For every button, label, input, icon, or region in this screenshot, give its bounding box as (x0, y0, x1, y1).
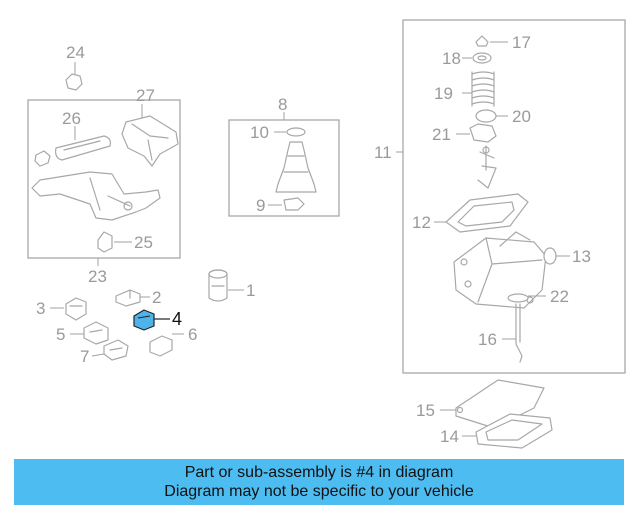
callout-4: 4 (172, 309, 182, 329)
callout-8: 8 (278, 95, 287, 114)
shift-boot (275, 141, 317, 193)
callout-22: 22 (550, 287, 569, 306)
part-7-clip (91, 339, 129, 361)
callout-15: 15 (416, 401, 435, 420)
part-18-bushing (462, 52, 492, 64)
callout-20: 20 (512, 107, 531, 126)
info-banner: Part or sub-assembly is #4 in diagram Di… (14, 459, 624, 505)
callout-25: 25 (134, 233, 153, 252)
banner-line-1: Part or sub-assembly is #4 in diagram (184, 464, 454, 481)
shifter-housing (453, 231, 547, 309)
callout-18: 18 (442, 49, 461, 68)
callout-11: 11 (374, 143, 392, 162)
banner-line-2: Diagram may not be specific to your vehi… (164, 483, 474, 500)
part-16-rod (502, 303, 523, 363)
part-5-clip (70, 321, 109, 345)
part-12-gasket-plate (434, 193, 529, 233)
callout-17: 17 (512, 33, 531, 52)
part-1-switch (208, 269, 244, 302)
part-3-clip (50, 297, 87, 321)
callout-26: 26 (62, 109, 81, 128)
callout-1: 1 (246, 281, 255, 300)
callout-16: 16 (478, 330, 497, 349)
callout-23: 23 (88, 267, 107, 286)
callout-10: 10 (250, 123, 269, 142)
part-24-nut (65, 62, 83, 91)
parking-brake-group-box (27, 99, 181, 259)
part-20-bushing (475, 109, 508, 123)
part-14-gasket (462, 413, 553, 449)
callout-27: 27 (136, 86, 155, 105)
callout-14: 14 (440, 427, 459, 446)
part-26-handle-grip (34, 126, 111, 167)
callout-9: 9 (256, 196, 265, 215)
callout-21: 21 (432, 125, 451, 144)
shifter-assembly-group-box (402, 19, 626, 374)
part-19-spring (462, 71, 495, 107)
part-9-seal (268, 197, 305, 211)
callout-13: 13 (572, 247, 591, 266)
part-2-clip (115, 289, 150, 307)
callout-3: 3 (36, 299, 45, 318)
part-13-grommet (543, 247, 570, 265)
callout-24: 24 (66, 43, 85, 62)
callout-2: 2 (152, 288, 161, 307)
part-22-washer (507, 293, 546, 303)
part-6-clip (149, 333, 184, 357)
callout-5: 5 (56, 325, 65, 344)
callout-6: 6 (188, 325, 197, 344)
part-10-ring (274, 127, 306, 137)
callout-12: 12 (412, 213, 431, 232)
callout-7: 7 (80, 347, 89, 366)
part-17-cap (475, 35, 508, 47)
part-23-lever (31, 171, 161, 221)
part-21-guide (456, 123, 497, 143)
shift-lever (477, 145, 497, 189)
part-15-cover-plate (440, 379, 545, 429)
part-4-highlighted (133, 309, 170, 331)
callout-19: 19 (434, 84, 453, 103)
part-25-bracket (97, 231, 132, 253)
part-27-boot (121, 104, 179, 167)
